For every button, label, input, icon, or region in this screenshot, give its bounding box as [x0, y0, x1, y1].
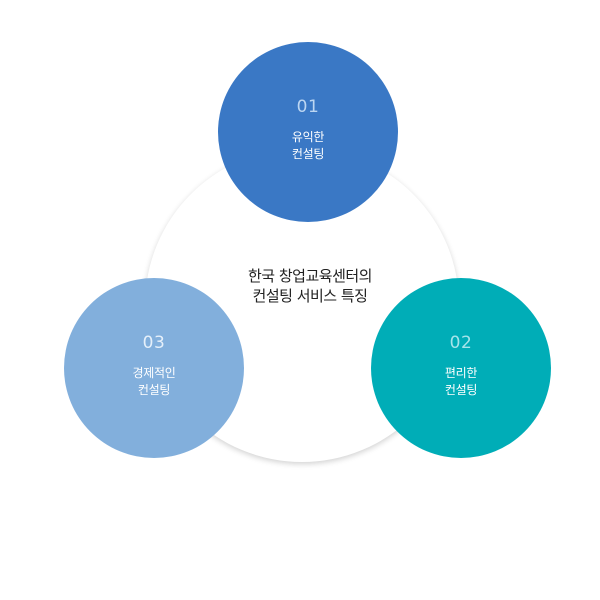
- feature-label-02: 편리한 컨설팅: [371, 365, 551, 399]
- feature-circle-01: 01 유익한 컨설팅: [218, 42, 398, 222]
- center-title-line2: 컨설팅 서비스 특징: [252, 287, 368, 305]
- center-title: 한국 창업교육센터의 컨설팅 서비스 특징: [200, 266, 420, 306]
- feature-label-02-line1: 편리한: [444, 366, 478, 380]
- feature-label-01: 유익한 컨설팅: [218, 129, 398, 163]
- feature-label-03: 경제적인 컨설팅: [64, 365, 244, 399]
- feature-circle-03: 03 경제적인 컨설팅: [64, 278, 244, 458]
- feature-label-02-line2: 컨설팅: [444, 383, 478, 397]
- feature-number-01: 01: [296, 97, 320, 117]
- feature-label-03-line2: 컨설팅: [137, 383, 171, 397]
- feature-number-03: 03: [142, 333, 166, 353]
- center-title-line1: 한국 창업교육센터의: [248, 267, 372, 285]
- feature-label-03-line1: 경제적인: [132, 366, 176, 380]
- feature-label-01-line1: 유익한: [291, 130, 325, 144]
- feature-circle-02: 02 편리한 컨설팅: [371, 278, 551, 458]
- feature-number-02: 02: [449, 333, 473, 353]
- feature-label-01-line2: 컨설팅: [291, 147, 325, 161]
